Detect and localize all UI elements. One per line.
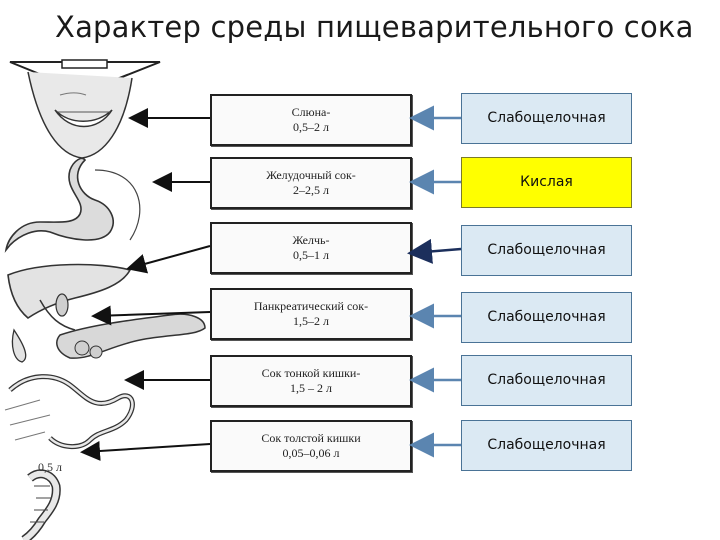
juice-box-saliva: Слюна- 0,5–2 л bbox=[210, 94, 412, 146]
environment-box-bile: Слабощелочная bbox=[461, 225, 632, 276]
juice-volume: 0,5–2 л bbox=[293, 120, 329, 134]
juice-box-bile: Желчь- 0,5–1 л bbox=[210, 222, 412, 274]
environment-box-pancreatic: Слабощелочная bbox=[461, 292, 632, 343]
environment-box-small-intestine: Слабощелочная bbox=[461, 355, 632, 406]
juice-name: Желчь- bbox=[292, 233, 330, 247]
arrow-pancreatic-organ bbox=[91, 305, 211, 326]
large-intestine-icon bbox=[21, 469, 61, 540]
pancreas-icon bbox=[11, 313, 206, 363]
juice-box-large-intestine: Сок толстой кишки 0,05–0,06 л bbox=[210, 420, 412, 472]
environment-box-saliva: Слабощелочная bbox=[461, 93, 632, 144]
environment-box-gastric: Кислая bbox=[461, 157, 632, 208]
juice-box-gastric: Желудочный сок- 2–2,5 л bbox=[210, 157, 412, 209]
slide-title: Характер среды пищеварительного сока bbox=[55, 10, 694, 44]
mouth-icon bbox=[9, 59, 161, 159]
juice-box-pancreatic: Панкреатический сок- 1,5–2 л bbox=[210, 288, 412, 340]
juice-box-small-intestine: Сок тонкой кишки- 1,5 – 2 л bbox=[210, 355, 412, 407]
juice-name: Панкреатический сок- bbox=[253, 299, 369, 313]
juice-name: Слюна- bbox=[291, 105, 331, 119]
juice-volume: 0,05–0,06 л bbox=[282, 446, 340, 460]
juice-volume: 1,5–2 л bbox=[293, 314, 329, 328]
arrow-bile-env bbox=[407, 238, 462, 264]
juice-volume: 0,5–1 л bbox=[293, 248, 329, 262]
juice-name: Желудочный сок- bbox=[266, 168, 356, 182]
stomach-icon bbox=[4, 157, 141, 253]
environment-box-large-intestine: Слабощелочная bbox=[461, 420, 632, 471]
arrow-large-intestine-organ bbox=[80, 441, 211, 461]
organ-illustrations bbox=[4, 59, 206, 540]
juice-name: Сок толстой кишки bbox=[261, 431, 361, 445]
juice-volume: 2–2,5 л bbox=[293, 183, 329, 197]
liver-icon bbox=[7, 263, 132, 331]
juice-volume: 1,5 – 2 л bbox=[290, 381, 332, 395]
arrow-bile-organ bbox=[126, 245, 211, 274]
volume-note: 0,5 л bbox=[38, 460, 62, 474]
juice-name: Сок тонкой кишки- bbox=[261, 366, 361, 380]
